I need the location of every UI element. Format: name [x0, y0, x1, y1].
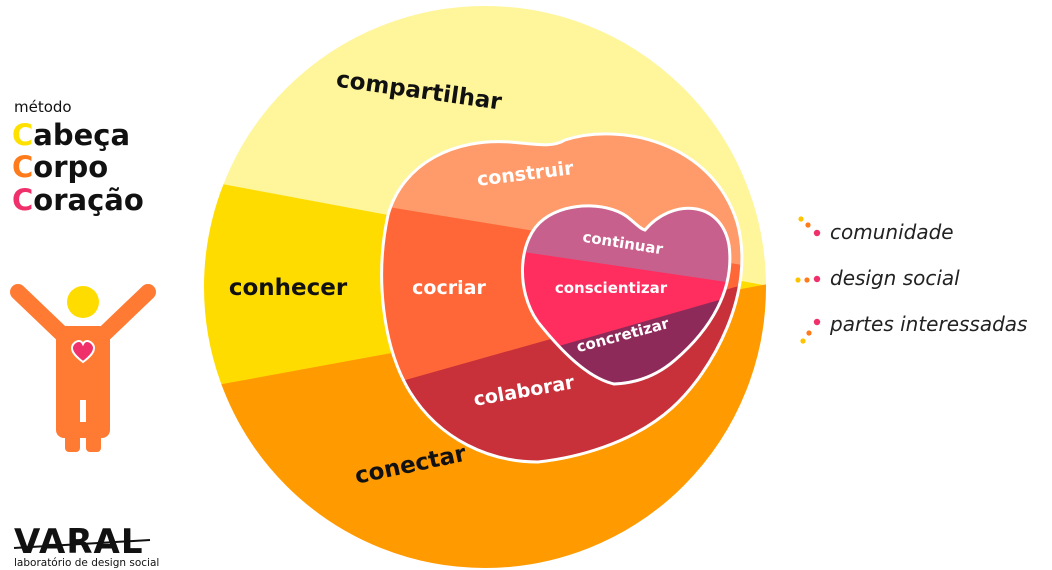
word-coracao-initial: C [12, 183, 33, 217]
legend-partes-interessadas: partes interessadas [829, 312, 1027, 336]
person-with-heart-icon [10, 284, 156, 452]
word-corpo-initial: C [12, 150, 33, 184]
label-cocriar: cocriar [412, 277, 486, 299]
varal-tagline: laboratório de design social [14, 557, 159, 569]
label-conscientizar: conscientizar [555, 279, 668, 297]
label-conhecer: conhecer [229, 275, 348, 301]
legend: comunidade design social partes interess… [795, 216, 1027, 344]
word-coracao-rest: oração [33, 183, 143, 217]
legend-design-social: design social [830, 266, 960, 290]
word-cabeca-rest: abeça [33, 118, 130, 152]
dots-comunidade-icon [798, 216, 821, 237]
dots-partes-interessadas-icon [800, 318, 821, 344]
figure-heart-icon [70, 339, 96, 364]
word-corpo: Corpo [12, 150, 108, 184]
word-cabeca-initial: C [12, 118, 33, 152]
legend-comunidade: comunidade [830, 220, 954, 244]
word-corpo-rest: orpo [33, 150, 108, 184]
method-label: método [14, 98, 72, 116]
brand-block: método Cabeça Corpo Coração [12, 98, 144, 217]
word-cabeca: Cabeça [12, 118, 130, 152]
word-coracao: Coração [12, 183, 144, 217]
dots-design-social-icon [795, 275, 821, 283]
varal-logo: VARAL laboratório de design social [13, 522, 159, 569]
